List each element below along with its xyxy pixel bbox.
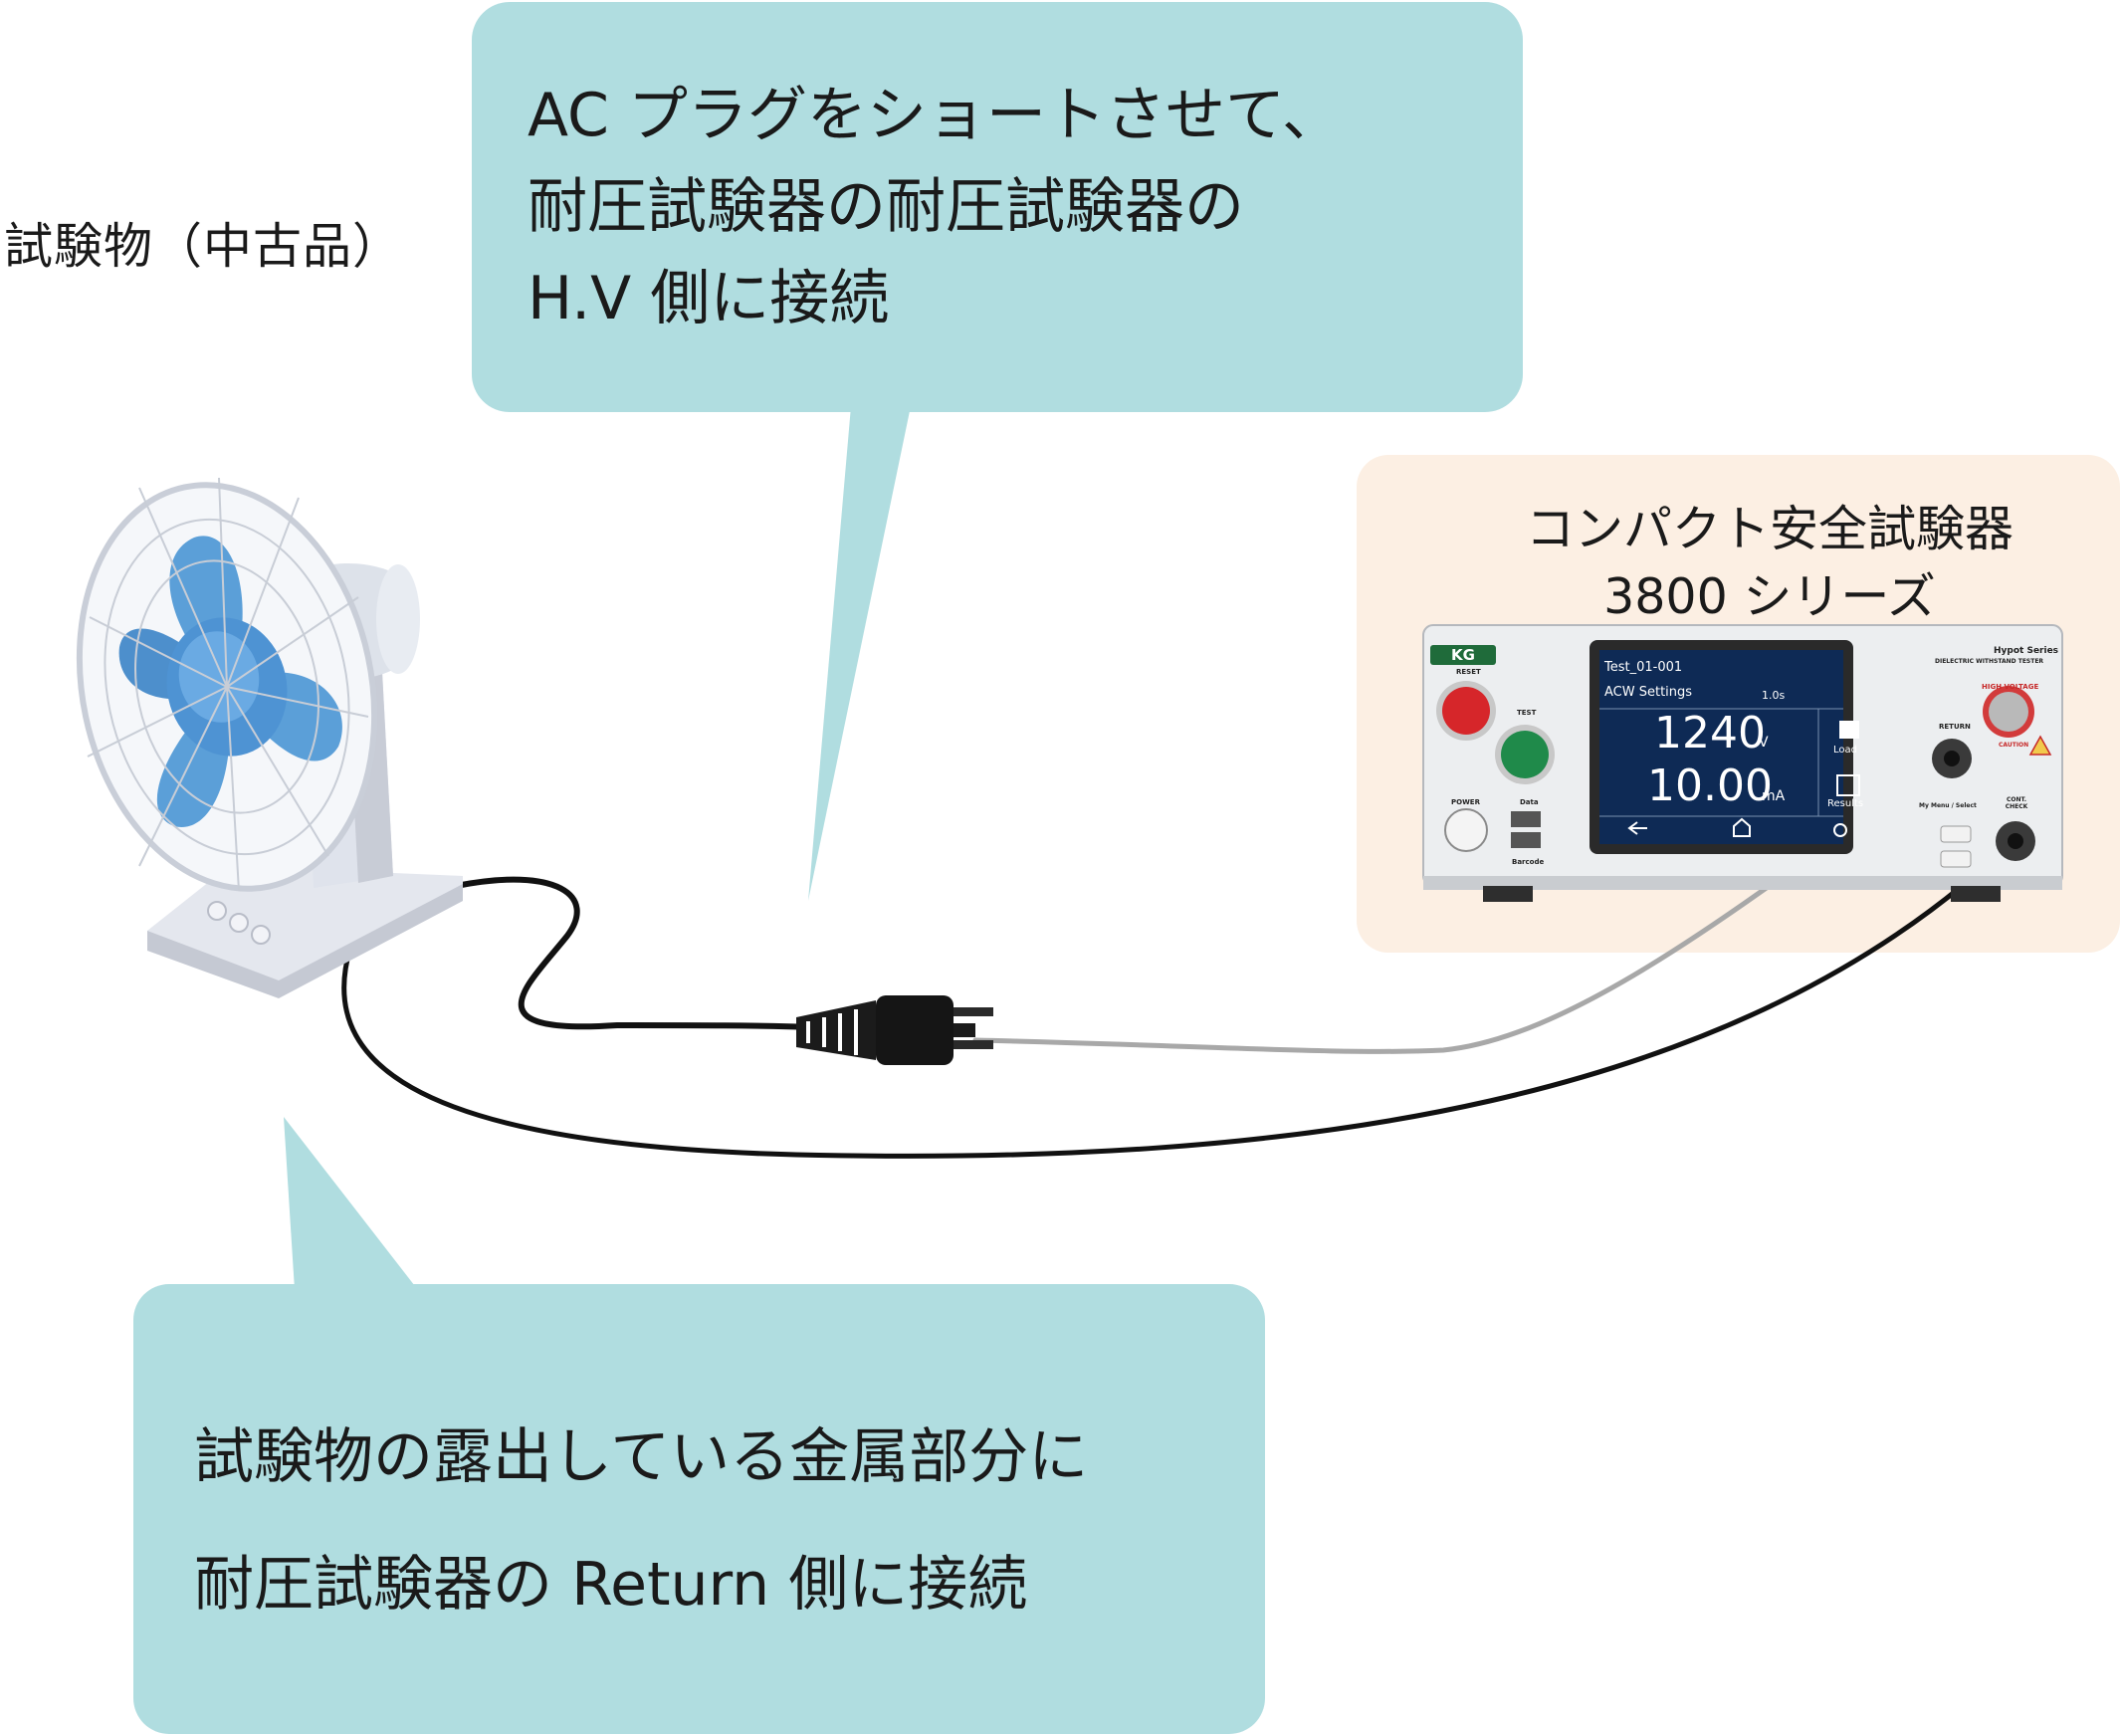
return-label: RETURN (1939, 723, 1971, 731)
power-label: POWER (1451, 798, 1480, 806)
screen-current: 10.00 (1647, 760, 1773, 811)
tester-title-line-2: 3800 シリーズ (1603, 568, 1936, 625)
power-soft-icon[interactable] (1833, 823, 1847, 837)
callout-bottom-text: 試験物の露出している金属部分に 耐圧試験器の Return 側に接続 (194, 1394, 1088, 1648)
screen-test-name: Test_01-001 (1604, 660, 1683, 675)
tester-title: コンパクト安全試験器 3800 シリーズ (1357, 496, 2120, 631)
callout-top-line-1: AC プラグをショートさせて、 (528, 81, 1342, 150)
barcode-label: Barcode (1512, 858, 1545, 866)
home-icon[interactable] (1733, 817, 1751, 837)
tester-title-line-1: コンパクト安全試験器 (1525, 501, 2014, 557)
fan-illustration (76, 477, 463, 998)
brand-logo: KG (1451, 646, 1475, 664)
test-label: TEST (1517, 709, 1537, 717)
callout-bottom-line-2: 耐圧試験器の Return 側に接続 (194, 1550, 1028, 1620)
callout-bottom-line-1: 試験物の露出している金属部分に (194, 1422, 1089, 1492)
load-icon[interactable] (1839, 721, 1859, 739)
series-sub-label: DIELECTRIC WITHSTAND TESTER (1935, 658, 2044, 665)
screen-voltage: 1240 (1654, 708, 1766, 759)
power-cord (453, 876, 819, 1030)
callout-top-line-3: H.V 側に接続 (528, 264, 890, 333)
return-cable (341, 835, 2018, 1159)
cont-check-label: CONT. CHECK (2005, 796, 2028, 810)
my-menu-label: My Menu / Select (1919, 802, 1977, 809)
callout-bottom (133, 1117, 1265, 1734)
series-label: Hypot Series (1994, 646, 2059, 656)
menu-button-1[interactable] (1940, 825, 1972, 843)
screen-results-label: Results (1827, 798, 1864, 809)
data-label: Data (1520, 798, 1539, 806)
ac-plug (796, 995, 993, 1065)
screen-load-label: Load (1833, 745, 1857, 756)
reset-label: RESET (1456, 668, 1481, 676)
menu-button-2[interactable] (1940, 850, 1972, 868)
tester-device (1422, 624, 2063, 902)
callout-top (472, 2, 1523, 901)
caution-label: CAUTION (1999, 742, 2029, 749)
screen-voltage-unit: V (1759, 735, 1769, 751)
high-voltage-label: HIGH VOLTAGE (1982, 683, 2039, 691)
dut-label: 試験物（中古品） (4, 218, 403, 275)
callout-top-text: AC プラグをショートさせて、 耐圧試験器の耐圧試験器の H.V 側に接続 (528, 70, 1342, 344)
screen-current-unit: mA (1762, 788, 1786, 804)
callout-top-line-2: 耐圧試験器の耐圧試験器の (528, 172, 1244, 242)
screen-mode: ACW Settings (1604, 685, 1693, 700)
screen-time: 1.0s (1762, 689, 1786, 702)
results-icon[interactable] (1836, 774, 1860, 796)
back-icon[interactable] (1627, 821, 1647, 835)
